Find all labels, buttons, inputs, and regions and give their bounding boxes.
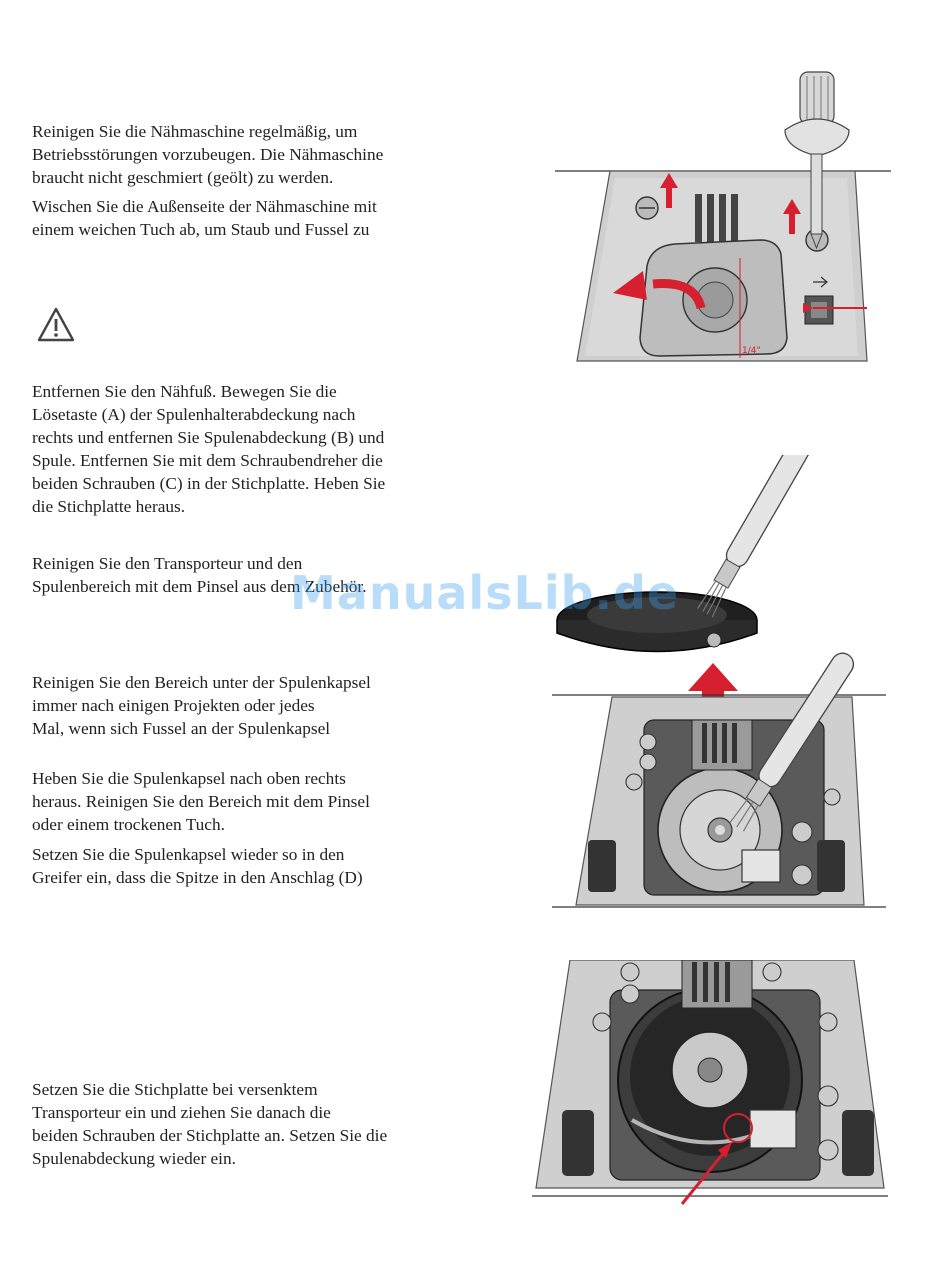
figure-bobbin-area-cleaning: [552, 455, 886, 908]
bobbin-area-paragraph: Reinigen Sie den Bereich unter der Spule…: [32, 673, 371, 738]
intro-paragraph: Reinigen Sie die Nähmaschine regelmäßig,…: [32, 122, 384, 187]
reinstall-plate-paragraph: Setzen Sie die Stichplatte bei versenkte…: [32, 1080, 388, 1168]
watermark-text: ManualsLib.de: [290, 566, 680, 620]
lift-bobbin-case-paragraph: Heben Sie die Spulenkapsel nach oben rec…: [32, 769, 370, 834]
figure-bobbin-case-reinserted: [532, 960, 888, 1205]
figure-needle-plate-removal: 1/4": [555, 71, 891, 362]
warning-triangle-icon: [37, 307, 75, 342]
scale-label: 1/4": [742, 346, 761, 356]
remove-plate-paragraph: Entfernen Sie den Nähfuß. Bewegen Sie di…: [32, 382, 386, 516]
reinsert-bobbin-case-paragraph: Setzen Sie die Spulenkapsel wieder so in…: [32, 845, 363, 887]
clean-feed-paragraph: Reinigen Sie den Transporteur und den Sp…: [32, 554, 367, 596]
wipe-paragraph: Wischen Sie die Außenseite der Nähmaschi…: [32, 197, 377, 239]
